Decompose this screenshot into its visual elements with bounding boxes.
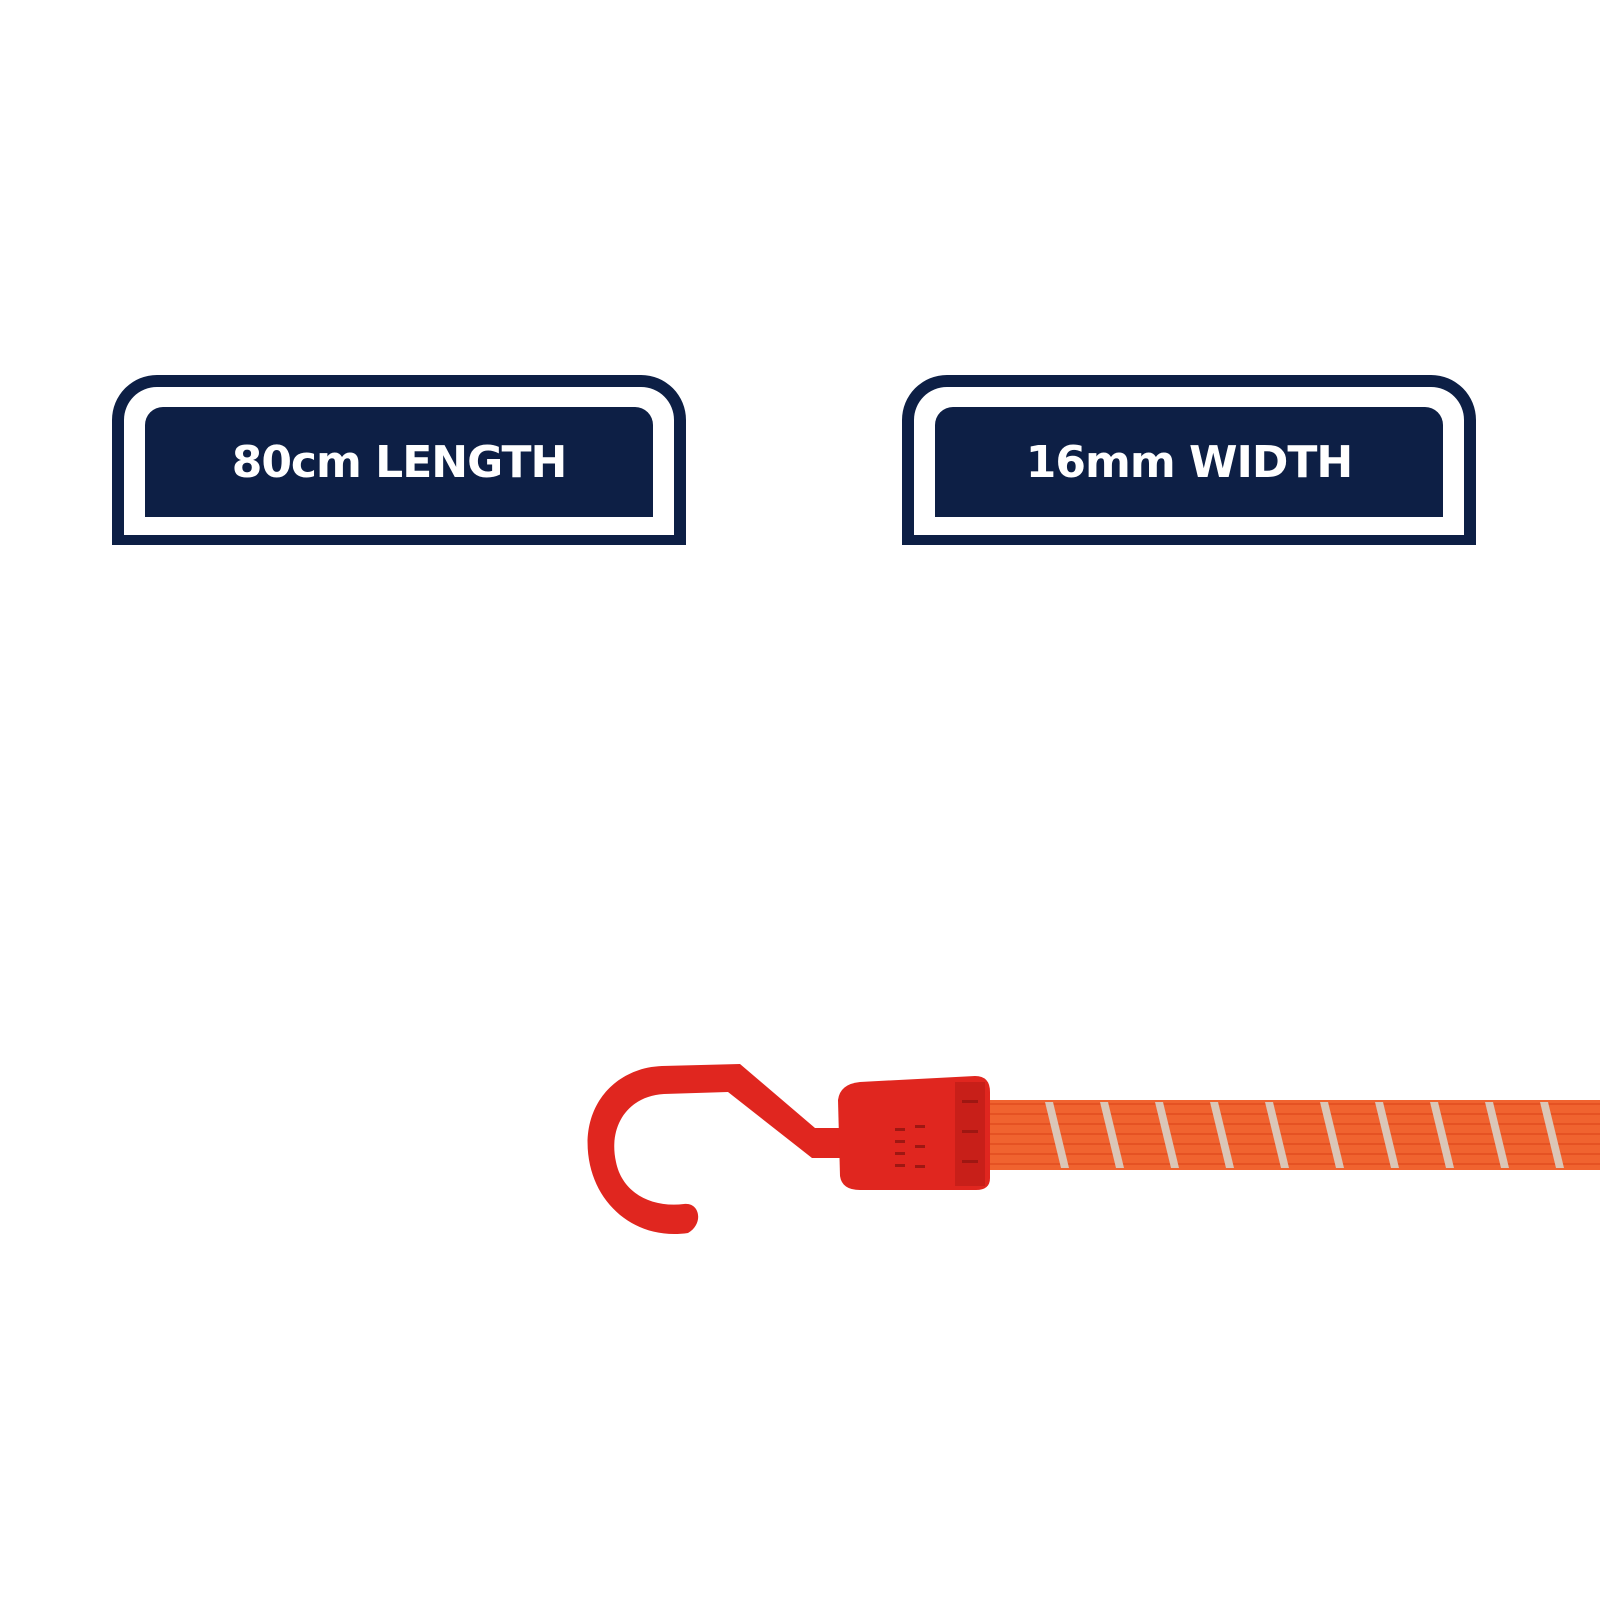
- width-badge: 16mm WIDTH: [902, 375, 1476, 545]
- width-badge-panel: 16mm WIDTH: [935, 407, 1443, 517]
- width-label: 16mm WIDTH: [1025, 436, 1354, 488]
- length-badge: 80cm LENGTH: [112, 375, 686, 545]
- hook-icon: [587, 1064, 990, 1235]
- length-badge-panel: 80cm LENGTH: [145, 407, 653, 517]
- strap-band: [980, 1100, 1600, 1170]
- length-label: 80cm LENGTH: [231, 436, 568, 488]
